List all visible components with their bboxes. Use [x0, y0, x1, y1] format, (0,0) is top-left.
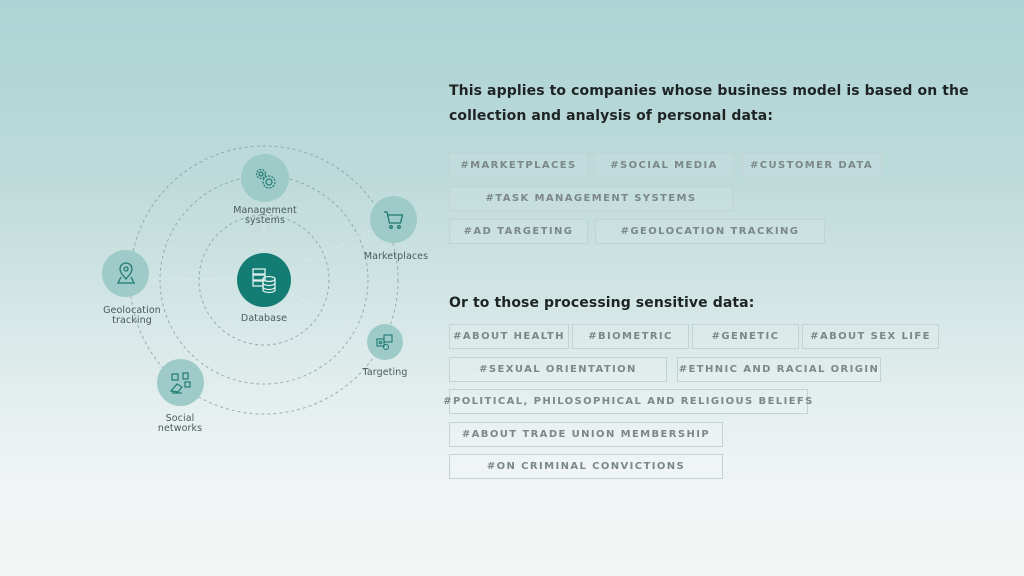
social-networks-label: Social networks [157, 413, 203, 434]
tag-geolocation-tracking: #GEOLOCATION TRACKING [595, 219, 825, 244]
management-systems-label: Management systems [233, 205, 297, 226]
shopping-cart-icon [383, 210, 403, 229]
marketplaces-node [370, 196, 417, 243]
tag-marketplaces: #MARKETPLACES [449, 153, 588, 178]
targeting-label: Targeting [362, 367, 408, 378]
tag-criminal-convictions: #ON CRIMINAL CONVICTIONS [449, 454, 723, 479]
orbit-rings [125, 145, 399, 415]
tag-sexual-orientation: #SEXUAL ORIENTATION [449, 357, 667, 382]
targeting-ads-icon [376, 334, 393, 351]
geolocation-label: Geolocation tracking [103, 305, 161, 326]
marketplaces-label: Marketplaces [363, 251, 429, 262]
section1-heading: This applies to companies whose business… [449, 83, 969, 124]
tag-political-beliefs: #POLITICAL, PHILOSOPHICAL AND RELIGIOUS … [443, 389, 812, 414]
tag-ethnic-racial-origin: #ETHNIC AND RACIAL ORIGIN [677, 357, 881, 382]
database-node [237, 253, 291, 307]
data-flow-diagram: Database Management systems Marketplaces [0, 0, 440, 576]
management-systems-node [241, 154, 289, 202]
social-media-icon [169, 371, 191, 394]
tag-trade-union-membership: #ABOUT TRADE UNION MEMBERSHIP [449, 422, 723, 447]
section2-heading: Or to those processing sensitive data: [449, 295, 755, 311]
tag-biometric: #BIOMETRIC [572, 324, 689, 349]
tag-about-sex-life: #ABOUT SEX LIFE [802, 324, 939, 349]
gears-icon [255, 168, 276, 189]
tag-social-media: #SOCIAL MEDIA [595, 153, 733, 178]
social-networks-node [157, 359, 204, 406]
tag-task-management-systems: #TASK MANAGEMENT SYSTEMS [449, 186, 733, 211]
targeting-node [367, 324, 403, 360]
tag-genetic: #GENETIC [692, 324, 799, 349]
geolocation-node [102, 250, 149, 297]
database-label: Database [240, 313, 288, 324]
tag-customer-data: #CUSTOMER DATA [742, 153, 881, 178]
map-pin-icon [116, 261, 135, 284]
tag-ad-targeting: #AD TARGETING [449, 219, 588, 244]
tag-about-health: #ABOUT HEALTH [449, 324, 569, 349]
database-server-icon [252, 268, 276, 294]
